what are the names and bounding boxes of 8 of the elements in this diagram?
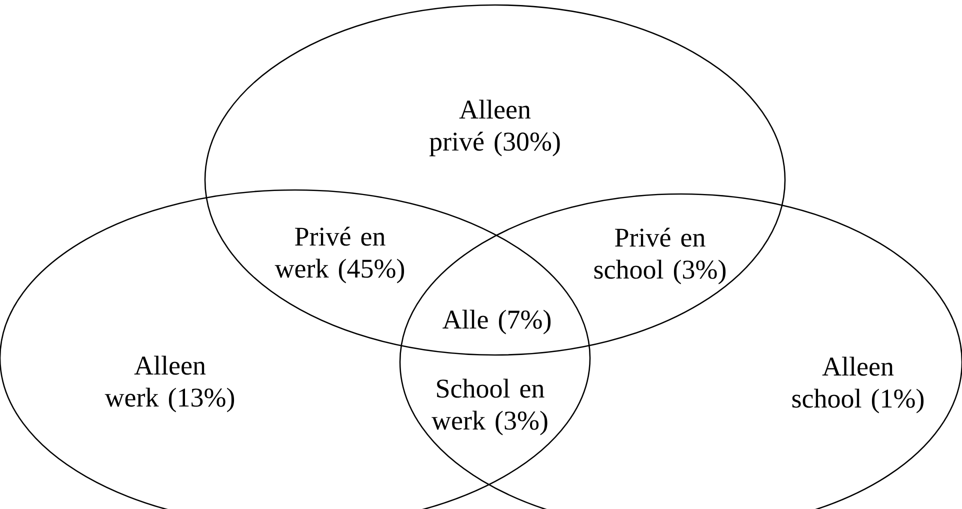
region-label: School en werk (3%): [432, 378, 548, 436]
region-label: Privé en school (3%): [594, 228, 726, 284]
region-label: Alleen privé (30%): [429, 100, 560, 156]
region-label: Alleen werk (13%): [104, 356, 234, 412]
region-label: Alle (7%): [442, 310, 551, 334]
region-label: Privé en werk (45%): [274, 226, 404, 284]
venn-ellipse: [204, 4, 786, 356]
region-label: Alleen school (1%): [792, 356, 924, 414]
